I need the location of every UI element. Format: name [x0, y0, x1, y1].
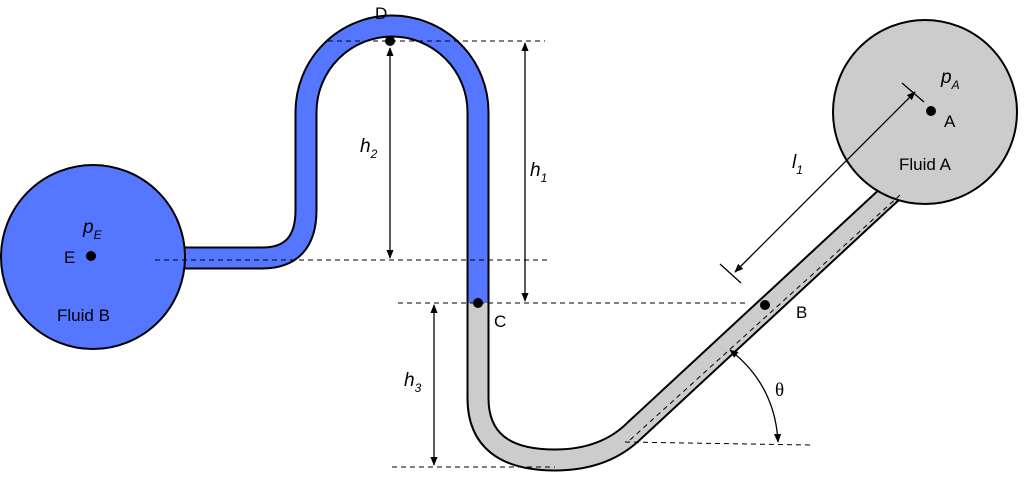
reference-lines: [155, 40, 901, 468]
point-b-label: B: [796, 303, 807, 322]
point-d-marker: [385, 36, 395, 46]
l1-label: l1: [792, 152, 803, 177]
point-a-label: A: [944, 112, 956, 131]
point-d-label: D: [375, 4, 387, 23]
point-c-marker: [473, 298, 483, 308]
h3-label: h3: [404, 370, 422, 395]
point-b-marker: [760, 300, 770, 310]
point-c-label: C: [494, 312, 506, 331]
pressure-e-label: pE: [82, 217, 103, 242]
theta-angle-arc: [729, 349, 782, 443]
l1-dimension-arrow: [734, 91, 916, 273]
l1-tick-top: [901, 82, 925, 103]
tube-fluid-a-outline: [466, 183, 900, 472]
point-e-label: E: [64, 248, 75, 267]
l1-tick-bottom: [719, 263, 742, 284]
tank-fluid-a: [832, 19, 1018, 205]
h2-label: h2: [360, 136, 378, 161]
tube-fluid-a: [468, 185, 899, 470]
h1-label: h1: [530, 160, 547, 185]
theta-label: θ: [775, 380, 784, 401]
fluid-b-label: Fluid B: [57, 306, 110, 325]
pressure-a-label: pA: [940, 67, 960, 92]
tube-fluid-b: [150, 16, 488, 303]
point-a-marker: [926, 106, 936, 116]
point-e-marker: [86, 251, 96, 261]
fluid-a-label: Fluid A: [899, 155, 952, 174]
